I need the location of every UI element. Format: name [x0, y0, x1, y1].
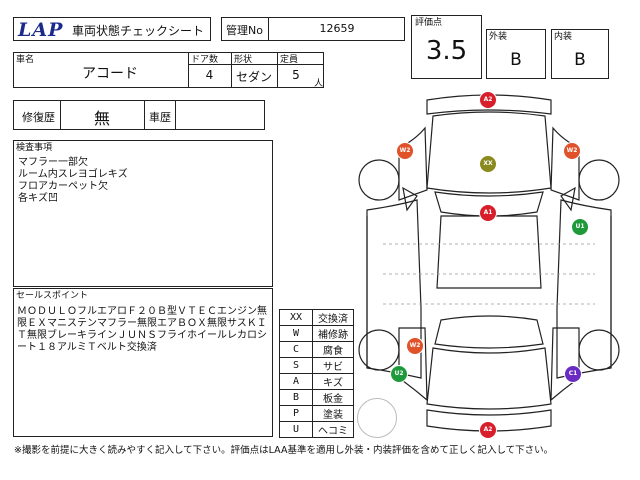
title-box — [13, 17, 211, 41]
car-name-label: 車名 — [16, 55, 35, 65]
exterior-value: B — [510, 50, 522, 70]
capacity-label: 定員 — [280, 55, 299, 65]
damage-marker-right-front-door: U1 — [572, 219, 588, 235]
damage-marker-rear-right-quarter: C1 — [565, 366, 581, 382]
damage-marker-roof: A1 — [480, 205, 496, 221]
car-diagram — [358, 94, 620, 432]
car-roof — [436, 215, 542, 289]
doors-value: 4 — [205, 68, 214, 82]
fender-rear-right — [550, 327, 580, 402]
vdiv-1 — [188, 52, 189, 88]
interior-value: B — [574, 50, 586, 70]
vehicle-hline — [188, 64, 324, 65]
damage-marker-front-bumper: A2 — [480, 92, 496, 108]
hdiv-2 — [144, 100, 145, 130]
wheel-front-right — [578, 159, 620, 201]
score-value: 3.5 — [425, 36, 468, 66]
car-front-bumper — [426, 94, 552, 115]
damage-marker-rear-left-quarter: U2 — [391, 366, 407, 382]
mgmt-label: 管理No — [226, 24, 263, 37]
mirror-right — [560, 186, 576, 212]
body-value: セダン — [235, 70, 272, 84]
interior-label: 内装 — [554, 32, 573, 42]
inspection-item: ルーム内スレヨゴレキズ — [18, 169, 128, 180]
grade-box — [411, 15, 482, 79]
vehicle-box — [13, 52, 324, 88]
sales-points-text: ＭＯＤＵＬＯフルエアロＦ２０Ｂ型ＶＴＥＣエンジン無限ＥＸマニステンマフラー無限エ… — [17, 306, 267, 353]
car-name-value: アコード — [82, 66, 138, 82]
inspection-list: マフラー一部欠 ルーム内スレヨゴレキズ フロアカーペット欠 各キズ凹 — [18, 157, 128, 205]
car-rear-window — [434, 315, 544, 349]
car-rear-bumper — [426, 409, 552, 432]
exterior-label: 外装 — [489, 32, 508, 42]
inspection-item: フロアカーペット欠 — [18, 181, 108, 192]
repair-value: 無 — [93, 109, 110, 128]
sales-points-label: セールスポイント — [16, 291, 89, 301]
damage-marker-front-right-fender: W2 — [564, 143, 580, 159]
car-trunk — [426, 347, 552, 410]
wheel-rear-right — [578, 329, 620, 371]
sheet-title: 車両状態チェックシート — [72, 24, 205, 38]
inspection-box — [13, 140, 273, 287]
capacity-value: 5 — [292, 68, 300, 82]
damage-marker-rear-left-fender: W2 — [407, 338, 423, 354]
history-box — [13, 100, 265, 130]
hdiv-1 — [60, 100, 61, 130]
damage-marker-hood: XX — [480, 156, 496, 172]
doors-label: ドア数 — [191, 55, 219, 65]
mgmt-divider — [268, 17, 269, 41]
stamp-circle — [357, 398, 397, 438]
vdiv-2 — [231, 52, 232, 88]
damage-marker-rear-bumper: A2 — [480, 422, 496, 438]
inspection-item: マフラー一部欠 — [18, 157, 88, 168]
footer-note: ※撮影を前提に大きく読みやすく記入して下さい。評価点はLAA基準を適用し外装・内… — [14, 445, 554, 456]
hdiv-3 — [175, 100, 176, 130]
lap-logo: LAP — [18, 19, 64, 41]
car-hood — [426, 111, 552, 194]
mgmt-box — [221, 17, 405, 41]
capacity-unit: 人 — [314, 79, 324, 89]
exterior-box — [486, 29, 546, 79]
sales-points-box — [13, 288, 273, 437]
wheel-rear-left — [358, 329, 400, 371]
car-windshield — [434, 191, 544, 217]
damage-marker-front-left-fender: W2 — [397, 143, 413, 159]
repair-label: 修復歴 — [22, 111, 55, 124]
body-label: 形状 — [234, 55, 253, 65]
interior-box — [551, 29, 609, 79]
vdiv-3 — [277, 52, 278, 88]
vehicle-history-label: 車歴 — [149, 111, 171, 124]
mirror-left — [402, 186, 418, 212]
inspection-label: 検査事項 — [16, 143, 53, 153]
wheel-front-left — [358, 159, 400, 201]
mgmt-value: 12659 — [319, 22, 355, 35]
inspection-item: 各キズ凹 — [18, 193, 58, 204]
score-label: 評価点 — [415, 18, 443, 28]
